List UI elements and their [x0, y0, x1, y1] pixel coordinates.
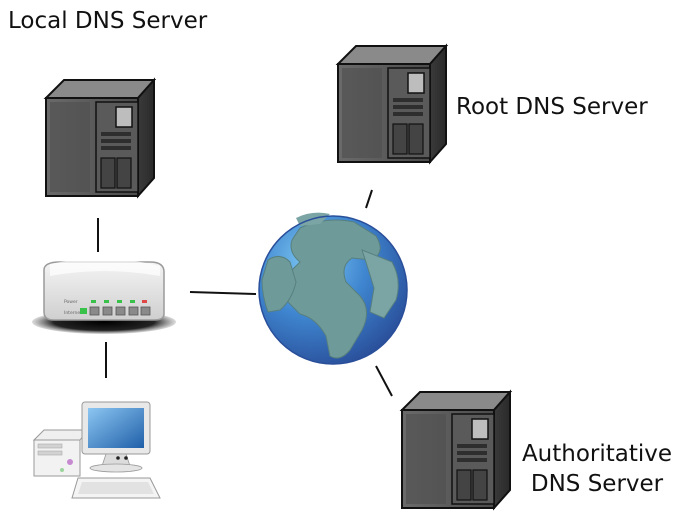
router-power-label: Power — [64, 299, 78, 305]
router-icon: Power Internet — [32, 258, 176, 334]
root-dns-server-icon — [337, 45, 447, 163]
router-internet-label: Internet — [64, 310, 82, 316]
link-router-globe — [189, 291, 257, 295]
authoritative-dns-server-label-line1: Authoritative — [521, 441, 673, 467]
root-dns-server-label: Root DNS Server — [456, 94, 648, 120]
internet-globe-icon — [258, 212, 408, 365]
desktop-computer-icon — [32, 401, 161, 499]
link-globe-auth — [375, 365, 393, 397]
local-dns-server-icon — [45, 79, 155, 197]
local-dns-server-label: Local DNS Server — [8, 8, 208, 34]
link-globe-root — [365, 189, 373, 209]
authoritative-dns-server-icon — [401, 391, 511, 509]
authoritative-dns-server-label: Authoritative DNS Server — [514, 439, 680, 499]
authoritative-dns-server-label-line2: DNS Server — [530, 471, 664, 497]
